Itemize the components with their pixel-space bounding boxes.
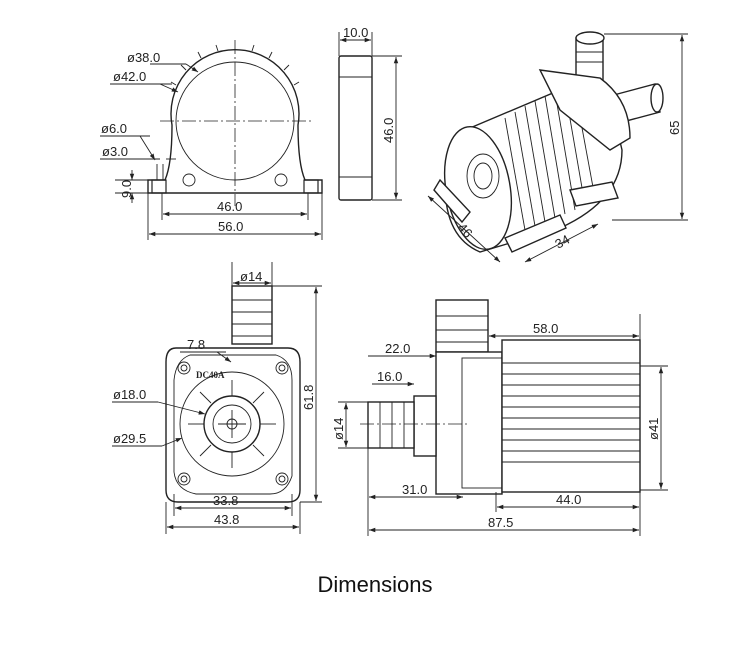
model-label: DC40A	[196, 370, 225, 380]
dim-thickness: 10.0	[343, 25, 368, 40]
dim-profile-inlet-dia: ø14	[331, 418, 346, 440]
dim-inlet-depth: 16.0	[377, 369, 402, 384]
side-body	[338, 55, 373, 201]
dim-hole-dia: ø6.0	[101, 121, 127, 136]
dim-outlet-dia: ø14	[240, 269, 262, 284]
dim-inlet-dia: ø29.5	[113, 431, 146, 446]
front-view: ø38.0 ø42.0 ø6.0 ø3.0 9.0 46.0 56.0	[100, 40, 323, 240]
left-foot	[151, 179, 167, 194]
profile-motor-body	[501, 339, 641, 493]
dim-motor-length: 44.0	[556, 492, 581, 507]
dim-outer-dia: ø38.0	[127, 50, 160, 65]
dim-overall-width: 56.0	[218, 219, 243, 234]
dim-body-length: 58.0	[533, 321, 558, 336]
dim-side-height: 46.0	[381, 118, 396, 143]
profile-inlet-collar	[413, 395, 437, 457]
dim-end-height: 61.8	[301, 385, 316, 410]
right-hole	[274, 173, 288, 187]
iso-foot-right	[569, 181, 619, 207]
dim-outer-width: 43.8	[214, 512, 239, 527]
end-ribs	[188, 380, 276, 468]
dim-iso-width: 34	[552, 232, 572, 252]
dim-total-length: 87.5	[488, 515, 513, 530]
dim-outlet-offset: 22.0	[385, 341, 410, 356]
end-inlet-circle	[179, 371, 285, 477]
profile-outlet-pipe	[435, 299, 489, 353]
dim-flange-dia: ø42.0	[113, 69, 146, 84]
isometric-view: 65 46 34	[427, 31, 688, 263]
profile-inlet-pipe	[367, 401, 415, 449]
right-foot	[303, 179, 319, 194]
iso-flange	[538, 69, 631, 151]
profile-view: 58.0 22.0 16.0 ø14 ø41 31.0 44.0 87.5	[331, 299, 668, 536]
figure-caption: Dimensions	[317, 572, 433, 597]
dim-hole-inner-dia: ø3.0	[102, 144, 128, 159]
dim-rotor-dia: ø18.0	[113, 387, 146, 402]
dim-foot-height: 9.0	[119, 180, 134, 198]
end-rotor-inner	[212, 404, 252, 444]
side-view: 10.0 46.0	[338, 25, 402, 201]
end-view: DC40A ø14 7.8 ø18.0 ø29.5 61.8 33.8 43.8	[112, 262, 322, 534]
dim-iso-height: 65	[667, 121, 682, 135]
dim-body-dia: ø41	[646, 418, 661, 440]
dim-inlet-length: 31.0	[402, 482, 427, 497]
end-outlet-pipe	[231, 285, 273, 345]
dim-offset: 7.8	[187, 337, 205, 352]
dim-inner-width: 33.8	[213, 493, 238, 508]
profile-fins	[502, 362, 640, 463]
dim-hole-spacing: 46.0	[217, 199, 242, 214]
left-hole	[182, 173, 196, 187]
profile-pump-head	[435, 351, 503, 495]
front-knurl	[170, 44, 300, 86]
